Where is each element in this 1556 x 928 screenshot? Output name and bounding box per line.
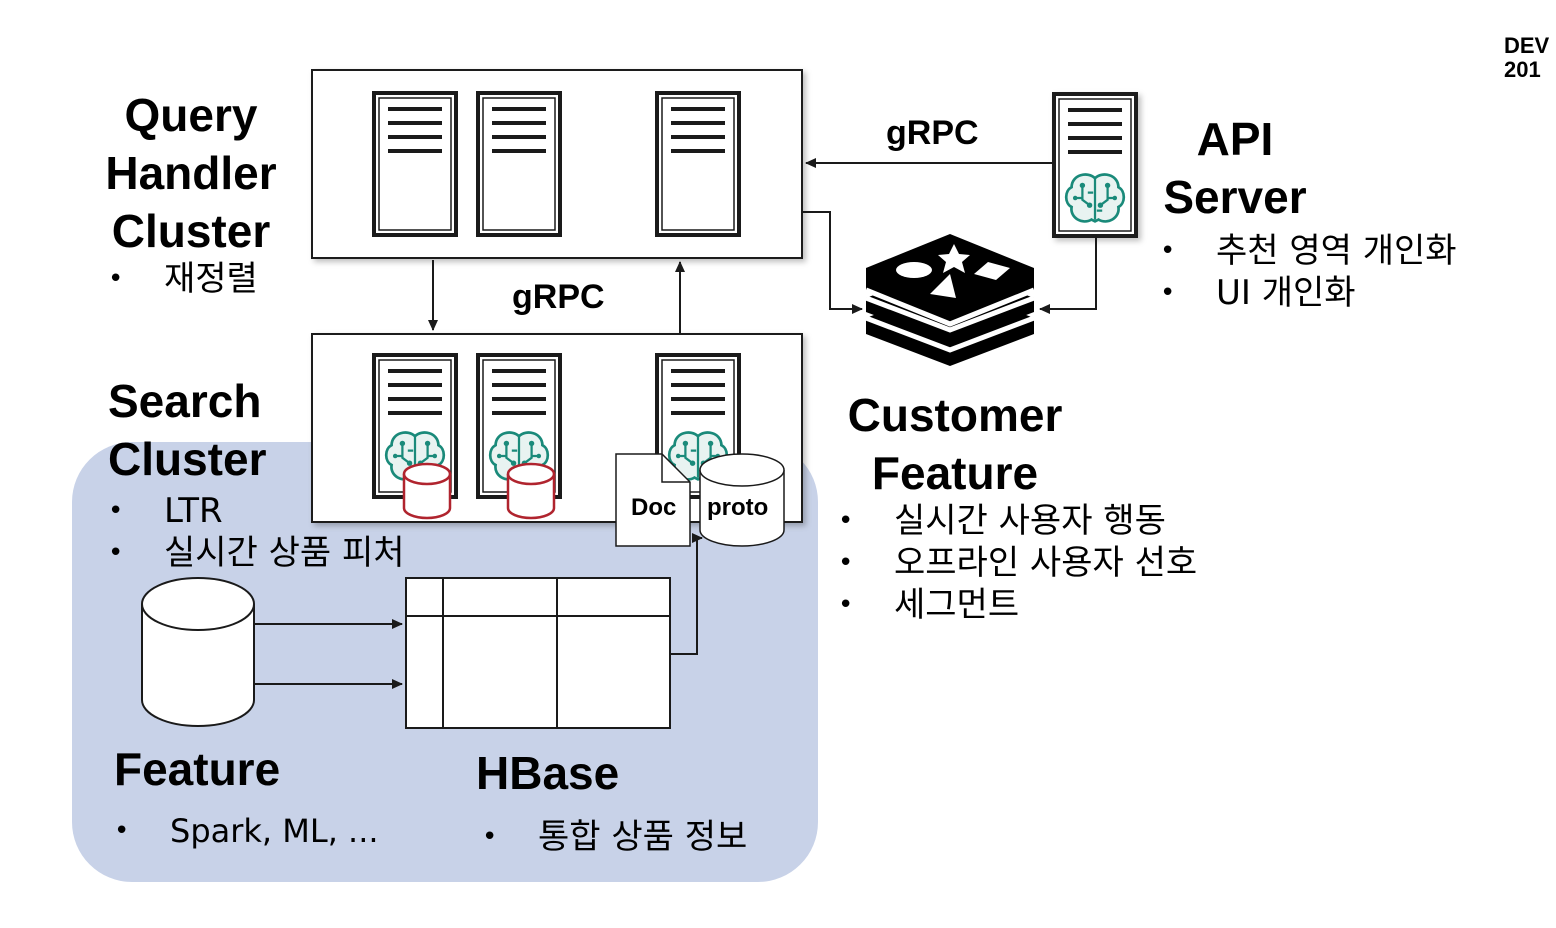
edge-api-to-redis (1039, 236, 1097, 314)
hbase-bullets: 통합 상품 정보 (482, 816, 747, 858)
search-cluster-title: Search Cluster (108, 375, 267, 485)
api-server-bullets: 추천 영역 개인화 UI 개인화 (1160, 230, 1457, 314)
customer-feature-title: Customer Feature (847, 389, 1063, 499)
list-item: 추천 영역 개인화 (1160, 230, 1457, 272)
search-cluster-bullets: LTR 실시간 상품 피처 (108, 490, 405, 574)
document-icon (615, 453, 691, 547)
list-item: 통합 상품 정보 (482, 816, 747, 858)
redis-icon (865, 234, 1035, 366)
grpc-label-search: gRPC (512, 278, 605, 316)
edge-hbase-to-proto (670, 533, 703, 655)
customer-feature-bullets: 실시간 사용자 행동 오프라인 사용자 선호 세그먼트 (838, 500, 1197, 626)
server-icon (655, 91, 741, 237)
api-server-title: API Server (1163, 113, 1307, 223)
server-icon (476, 91, 562, 237)
proto-database-icon (699, 453, 785, 547)
list-item: UI 개인화 (1160, 272, 1457, 314)
list-item: 실시간 사용자 행동 (838, 500, 1197, 542)
api-server-icon (1052, 92, 1138, 238)
list-item: 재정렬 (108, 258, 258, 300)
list-item: 실시간 상품 피처 (108, 532, 405, 574)
feature-database-icon (141, 577, 255, 727)
query-handler-title: Query Handler Cluster (105, 89, 277, 257)
list-item: 세그먼트 (838, 584, 1197, 626)
feature-bullets: Spark, ML, ... (114, 810, 379, 852)
hbase-table-icon (405, 577, 671, 729)
feature-title: Feature (114, 743, 281, 795)
proto-label: proto (707, 494, 769, 521)
watermark: DEV 201 (1504, 34, 1550, 82)
connectors (254, 158, 1097, 689)
database-icon (402, 462, 452, 520)
server-icon (372, 91, 458, 237)
doc-label: Doc (631, 494, 677, 521)
list-item: LTR (108, 490, 405, 532)
list-item: 오프라인 사용자 선호 (838, 542, 1197, 584)
database-icon (506, 462, 556, 520)
list-item: Spark, ML, ... (114, 810, 379, 852)
hbase-title: HBase (476, 747, 620, 799)
edge-qh-to-redis (802, 211, 863, 314)
grpc-label-api: gRPC (886, 114, 979, 152)
query-handler-bullets: 재정렬 (108, 258, 258, 300)
